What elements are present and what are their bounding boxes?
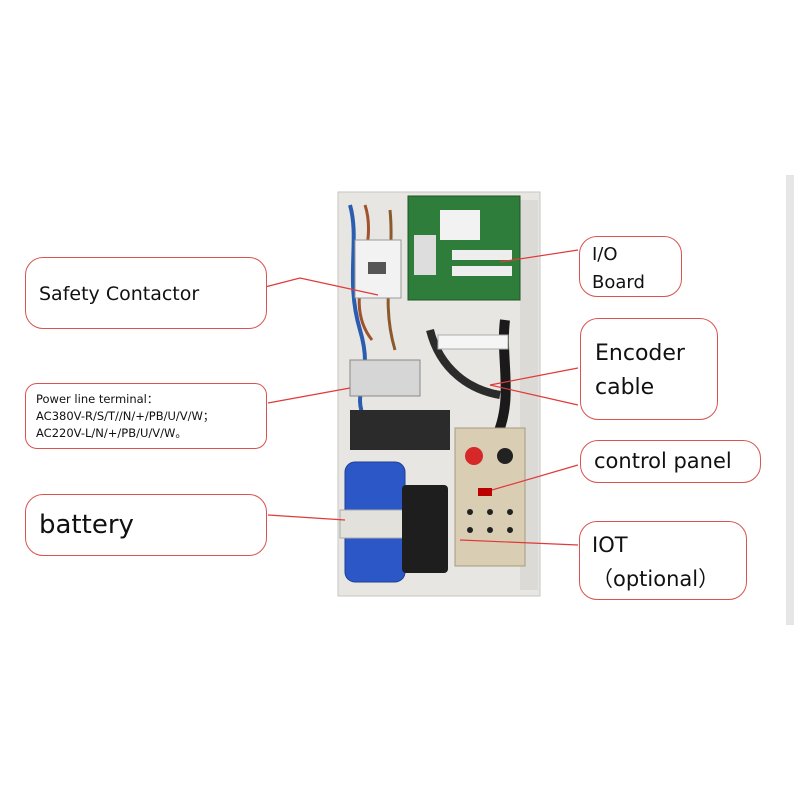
callout-iot: IOT （optional） [579,521,747,600]
callout-encoder-cable: Encoder cable [580,318,718,420]
label-power-line-terminal: Power line terminal： AC380V-R/S/T//N/+/P… [36,392,215,440]
callout-safety-contactor: Safety Contactor [25,257,267,329]
callout-battery: battery [25,494,267,556]
label-control-panel: control panel [594,449,732,473]
label-iot: IOT （optional） [592,533,720,591]
power-terminal-strip [349,359,421,397]
iot-device [402,485,448,573]
callout-control-panel: control panel [580,440,761,483]
callout-io-board: I/O Board [579,236,682,297]
callout-power-line-terminal: Power line terminal： AC380V-R/S/T//N/+/P… [25,383,267,449]
label-safety-contactor: Safety Contactor [39,283,200,305]
label-battery: battery [39,510,134,540]
page-edge-divider [786,175,794,625]
label-io-board: I/O Board [592,244,645,293]
estop-button [465,447,483,465]
control-panel-device [454,427,526,567]
label-encoder-cable: Encoder cable [595,341,685,400]
